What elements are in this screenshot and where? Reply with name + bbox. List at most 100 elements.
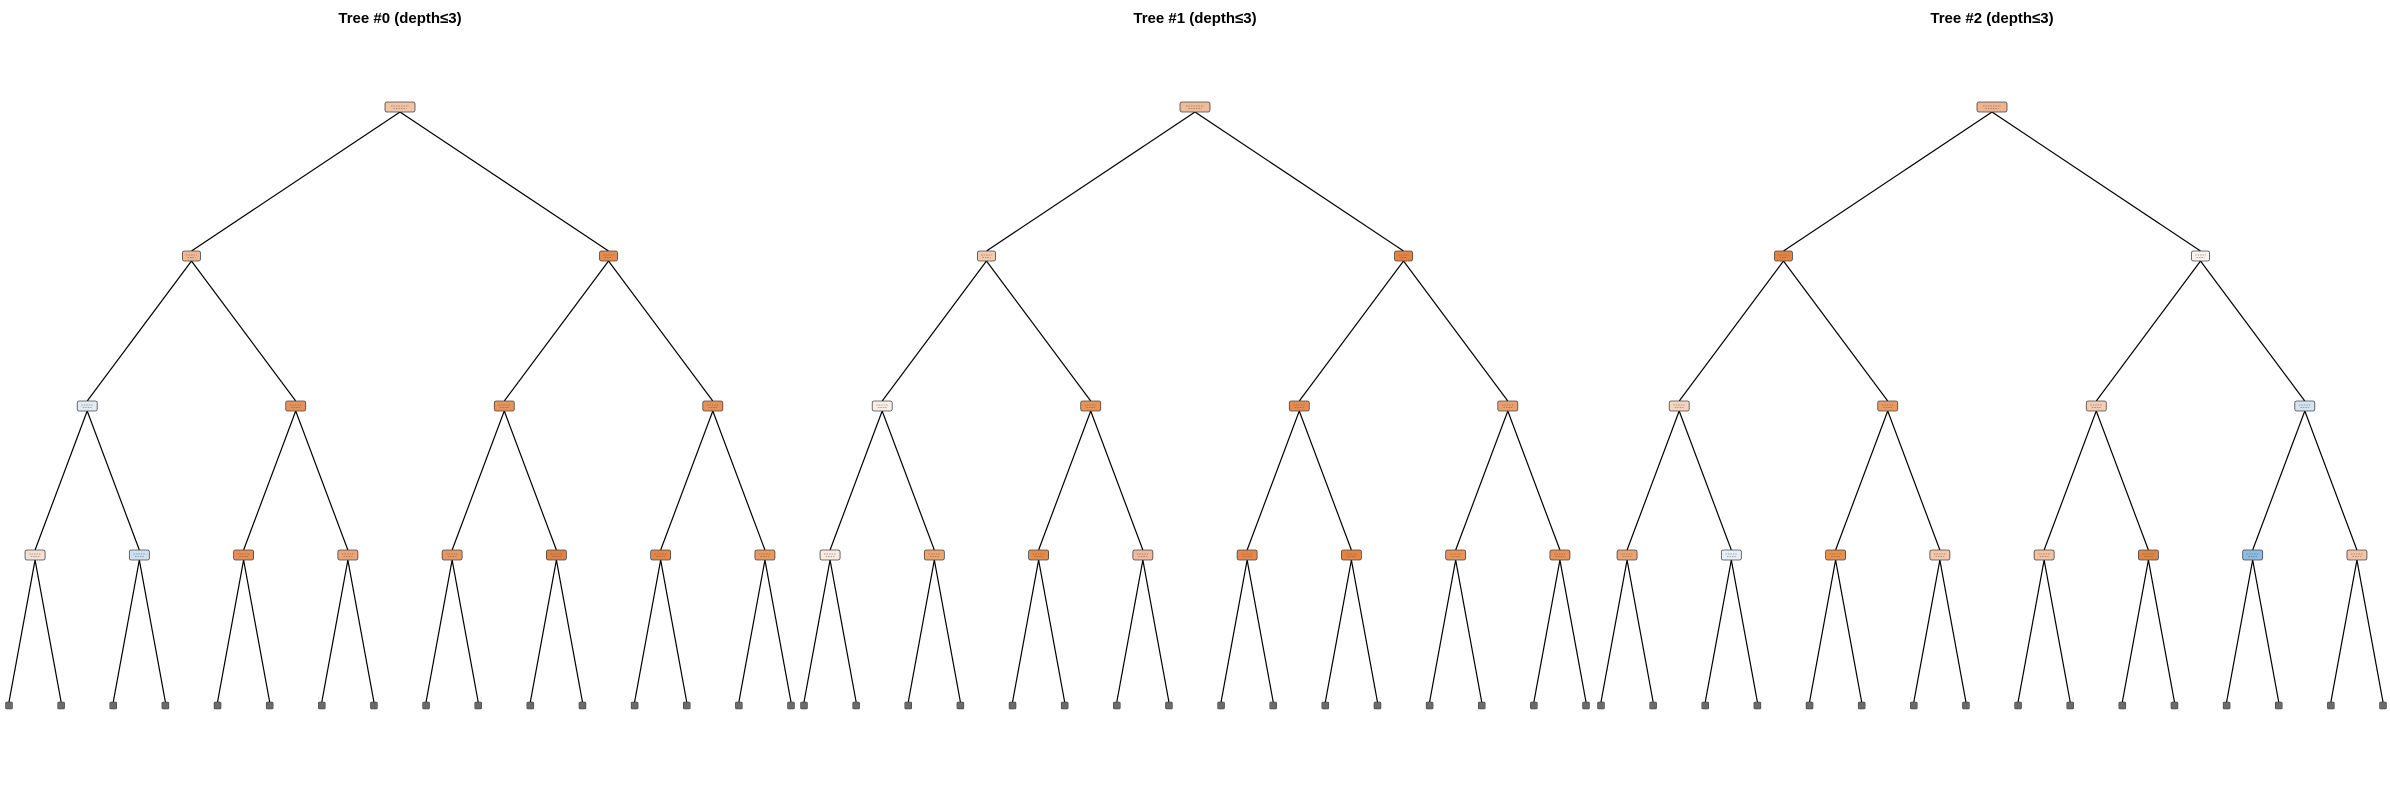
tree-node xyxy=(128,549,150,561)
tree-edge xyxy=(1913,559,1941,703)
tree-node xyxy=(1341,549,1362,561)
tree-edge xyxy=(529,559,557,703)
tree-edge xyxy=(1324,559,1352,703)
tree-leaf xyxy=(1425,701,1434,710)
tree-edge xyxy=(399,111,609,252)
tree-edge xyxy=(503,260,610,402)
tree-edge xyxy=(112,559,140,703)
tree-node xyxy=(2242,549,2264,561)
tree-node xyxy=(1668,400,1690,412)
tree-edge xyxy=(1678,260,1784,402)
tree-edge xyxy=(2121,559,2149,703)
tree-edge xyxy=(190,260,297,402)
tree-edge xyxy=(1220,559,1248,703)
tree-leaf xyxy=(1753,701,1762,710)
tree-node xyxy=(546,549,567,561)
tree-leaf xyxy=(1321,701,1330,710)
tree-edge xyxy=(1678,410,1732,551)
tree-node xyxy=(977,250,996,262)
tree-edge xyxy=(1507,410,1561,551)
tree-title-0: Tree #0 (depth≤3) xyxy=(338,10,461,27)
tree-title-2: Tree #2 (depth≤3) xyxy=(1930,10,2053,27)
tree-node xyxy=(2033,549,2055,561)
tree-edge xyxy=(1090,410,1144,551)
tree-edge xyxy=(2200,260,2306,402)
tree-edges xyxy=(8,111,2384,703)
tree-edge xyxy=(1939,559,1967,703)
tree-leaf xyxy=(1649,701,1657,710)
tree-edge xyxy=(1559,559,1587,703)
tree-node xyxy=(384,101,416,113)
tree-leaf xyxy=(161,701,170,710)
tree-edge xyxy=(986,111,1196,252)
tree-edge xyxy=(1835,559,1863,703)
tree-leaf xyxy=(2379,701,2387,710)
tree-edge xyxy=(2304,410,2358,551)
tree-edge xyxy=(608,260,714,402)
tree-edge xyxy=(803,559,831,703)
tree-edge xyxy=(216,559,245,703)
tree-titles: Tree #0 (depth≤3)Tree #1 (depth≤3)Tree #… xyxy=(338,10,2053,27)
tree-edge xyxy=(1533,559,1561,703)
tree-node xyxy=(285,400,307,412)
tree-node xyxy=(1549,549,1571,561)
tree-edge xyxy=(2043,410,2097,551)
tree-edge xyxy=(451,410,505,551)
tree-edge xyxy=(2043,559,2071,703)
tree-leaf xyxy=(109,701,118,710)
tree-leaf xyxy=(1269,701,1277,710)
tree-leaf xyxy=(474,701,482,710)
tree-node xyxy=(1616,549,1638,561)
tree-edge xyxy=(2252,559,2280,703)
tree-edge xyxy=(34,559,62,703)
tree-edge xyxy=(555,559,584,703)
tree-leaf xyxy=(2274,701,2283,710)
tree-edge xyxy=(2252,410,2306,551)
tree-node xyxy=(1720,549,1742,561)
tree-node xyxy=(1132,549,1154,561)
tree-leaf xyxy=(800,701,808,710)
tree-edge xyxy=(634,559,662,703)
tree-edge xyxy=(243,559,271,703)
tree-edge xyxy=(1403,260,1509,402)
tree-leaf xyxy=(852,701,860,710)
tree-edge xyxy=(321,559,349,703)
tree-edge xyxy=(86,260,192,402)
tree-leaf xyxy=(318,701,326,710)
tree-leaf xyxy=(956,701,965,710)
tree-leaf xyxy=(422,701,430,710)
tree-edge xyxy=(2226,559,2254,703)
tree-leaf xyxy=(2118,701,2127,710)
tree-node xyxy=(337,549,359,561)
tree-node xyxy=(2137,549,2159,561)
tree-edge xyxy=(243,410,297,551)
tree-leaf xyxy=(2327,701,2335,710)
tree-edge xyxy=(425,559,453,703)
tree-node xyxy=(923,549,945,561)
tree-node xyxy=(1774,250,1793,262)
tree-edge xyxy=(1142,559,1170,703)
tree-node xyxy=(1877,400,1899,412)
tree-edge xyxy=(1835,410,1889,551)
tree-edge xyxy=(2095,410,2149,551)
tree-edge xyxy=(1011,559,1040,703)
tree-node xyxy=(2085,400,2107,412)
tree-edge xyxy=(86,410,140,551)
tree-edge xyxy=(503,410,557,551)
tree-node xyxy=(441,549,463,561)
tree-leaf xyxy=(1113,701,1121,710)
tree-edge xyxy=(1887,410,1941,551)
tree-edge xyxy=(1991,111,2201,252)
tree-edge xyxy=(712,410,766,551)
tree-leaf xyxy=(904,701,913,710)
tree-leaf xyxy=(57,701,65,710)
tree-edge xyxy=(881,260,987,402)
tree-edge xyxy=(295,410,349,551)
tree-edge xyxy=(907,559,935,703)
tree-edge xyxy=(1038,559,1066,703)
tree-leaf xyxy=(1910,701,1918,710)
tree-edge xyxy=(1626,559,1654,703)
tree-node xyxy=(1028,549,1049,561)
tree-node xyxy=(871,400,893,412)
tree-edge xyxy=(347,559,375,703)
